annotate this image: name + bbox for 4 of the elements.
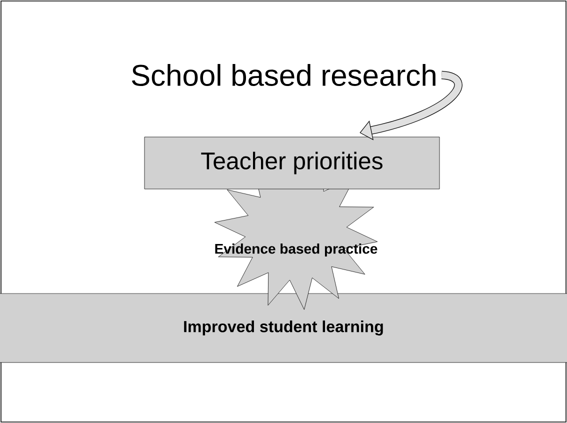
curved-arrow [360, 70, 462, 140]
process-box: Teacher priorities [144, 136, 440, 190]
outcome-band: Improved student learning [0, 293, 567, 363]
heading-text: School based research [132, 64, 436, 86]
